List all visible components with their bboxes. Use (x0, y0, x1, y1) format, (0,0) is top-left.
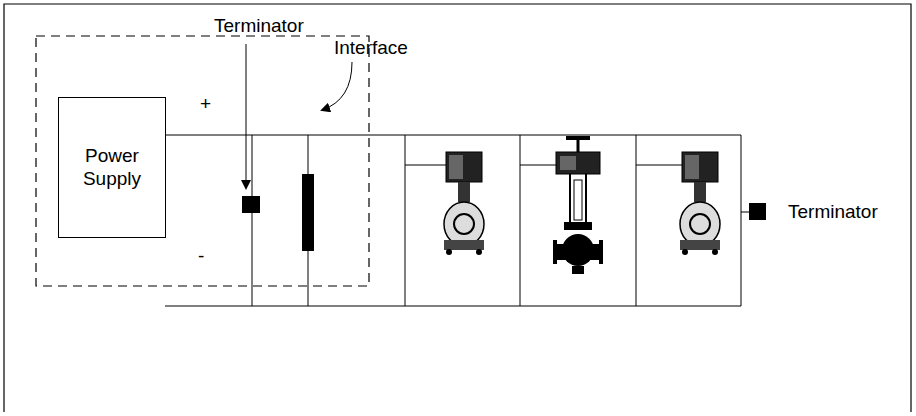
outer-frame (4, 4, 911, 412)
polarity-sign: - (198, 246, 204, 267)
terminator-symbol (749, 203, 766, 220)
box-label: Power Supply (59, 141, 165, 195)
callout-label: Terminator (214, 16, 304, 37)
transmitter-icon (680, 152, 720, 255)
callout-label: Terminator (788, 202, 878, 223)
bus-wires (165, 135, 749, 306)
terminator-symbol (242, 196, 260, 213)
interface-card (302, 174, 314, 251)
polarity-sign: + (200, 94, 211, 115)
power-supply-box: Power Supply (58, 97, 166, 238)
callout-label: Interface (334, 38, 408, 59)
control-valve-icon (553, 136, 603, 274)
transmitter-icon (444, 152, 484, 255)
dashed-enclosure (36, 36, 369, 286)
leader-arrow (246, 44, 247, 188)
leader-arrow (322, 62, 352, 110)
